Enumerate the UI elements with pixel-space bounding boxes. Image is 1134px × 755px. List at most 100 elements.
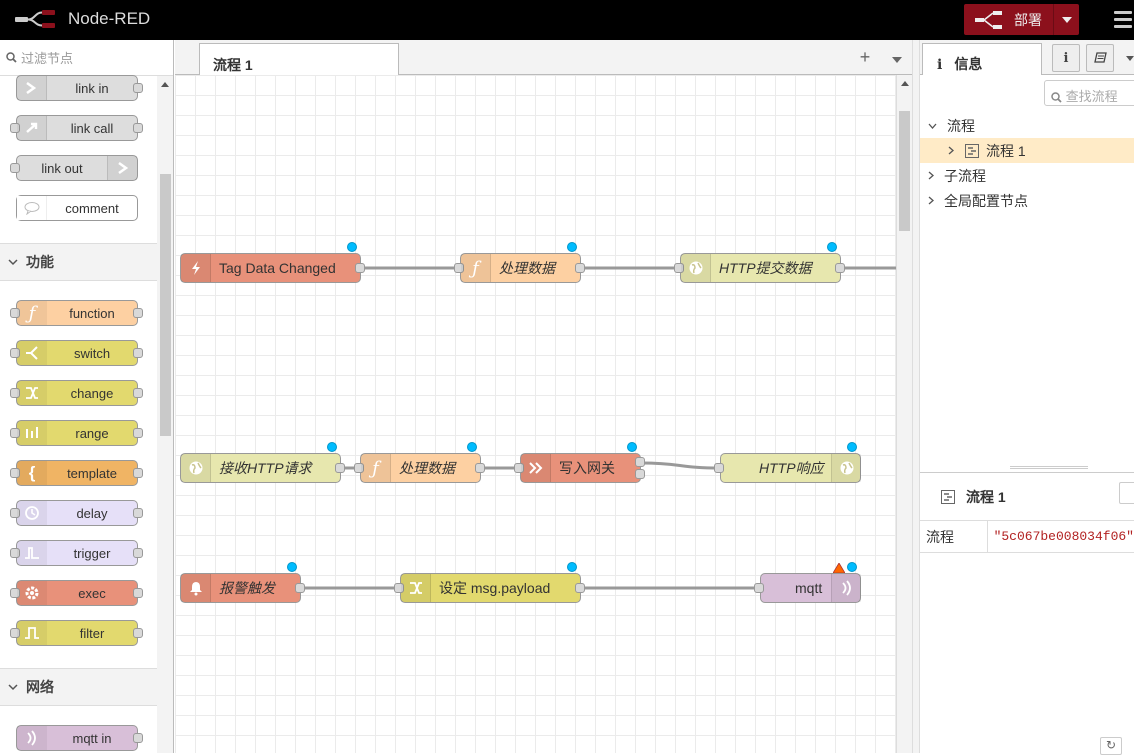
palette-node-link-call[interactable]: link call bbox=[10, 115, 143, 141]
palette-node-filter[interactable]: filter bbox=[10, 620, 143, 646]
category-network[interactable]: 网络 bbox=[0, 668, 157, 706]
sidebar-panel-divider[interactable] bbox=[1010, 466, 1088, 469]
palette-node-link-in[interactable]: link in bbox=[16, 75, 143, 101]
palette-node-function[interactable]: ƒ function bbox=[10, 300, 143, 326]
lightning-icon bbox=[181, 254, 211, 282]
node-set-payload[interactable]: 设定 msg.payload bbox=[394, 562, 585, 603]
input-port[interactable] bbox=[354, 463, 364, 473]
output-port[interactable] bbox=[355, 263, 365, 273]
node-http-post[interactable]: HTTP提交数据 bbox=[674, 242, 845, 283]
palette-node-comment[interactable]: comment bbox=[16, 195, 138, 221]
change-icon bbox=[17, 381, 47, 405]
property-value: "5c067be008034f06" bbox=[986, 521, 1134, 552]
output-port[interactable] bbox=[635, 457, 645, 467]
tree-item-flow-1[interactable]: 流程 1 bbox=[920, 138, 1134, 163]
tree-item-label: 流程 1 bbox=[986, 142, 1026, 159]
deploy-dropdown[interactable] bbox=[1053, 4, 1079, 35]
property-row: 流程 "5c067be008034f06" bbox=[920, 521, 1134, 553]
canvas-vertical-scrollbar[interactable] bbox=[896, 75, 912, 753]
link-in-icon bbox=[17, 76, 47, 100]
sidebar-search[interactable]: 查找流程 bbox=[1044, 80, 1134, 106]
tree-item-label: 流程 bbox=[947, 117, 975, 134]
node-label: HTTP提交数据 bbox=[719, 260, 812, 276]
sidebar-search-input[interactable]: 查找流程 bbox=[1065, 89, 1118, 104]
flow-canvas[interactable]: Tag Data Changed ƒ 处理数据 HTTP提交数据 接收HTTP请… bbox=[175, 75, 896, 753]
canvas-scroll-thumb[interactable] bbox=[899, 111, 910, 231]
tree-item-subflows[interactable]: 子流程 bbox=[920, 163, 1134, 188]
info-tab-button[interactable]: i bbox=[1052, 44, 1080, 72]
output-port[interactable] bbox=[295, 583, 305, 593]
output-port[interactable] bbox=[575, 583, 585, 593]
book-icon bbox=[1094, 52, 1107, 63]
palette-node-range[interactable]: range bbox=[10, 420, 143, 446]
change-icon bbox=[401, 574, 431, 602]
palette-scrollbar[interactable] bbox=[157, 76, 173, 753]
output-port[interactable] bbox=[335, 463, 345, 473]
input-port bbox=[10, 508, 20, 518]
node-write-gateway[interactable]: 写入网关 bbox=[514, 442, 645, 483]
category-function[interactable]: 功能 bbox=[0, 243, 157, 281]
output-port bbox=[133, 388, 143, 398]
palette-search-input[interactable]: 过滤节点 bbox=[21, 51, 74, 66]
output-port bbox=[133, 468, 143, 478]
node-http-response[interactable]: HTTP响应 bbox=[714, 442, 861, 483]
comment-icon bbox=[17, 196, 47, 220]
node-mqtt-out[interactable]: mqtt bbox=[754, 562, 861, 603]
node-tag-data-changed[interactable]: Tag Data Changed bbox=[180, 242, 365, 283]
tree-item-flows[interactable]: 流程 bbox=[920, 113, 1134, 138]
node-http-in[interactable]: 接收HTTP请求 bbox=[180, 442, 345, 483]
node-alarm-trigger[interactable]: 报警触发 bbox=[180, 562, 305, 603]
input-port bbox=[10, 428, 20, 438]
refresh-button[interactable]: ↻ bbox=[1100, 737, 1122, 755]
output-port[interactable] bbox=[575, 263, 585, 273]
input-port[interactable] bbox=[514, 463, 524, 473]
palette-node-label: comment bbox=[65, 200, 119, 216]
palette-node-change[interactable]: change bbox=[10, 380, 143, 406]
palette-node-template[interactable]: { template bbox=[10, 460, 143, 486]
deploy-icon bbox=[975, 10, 1002, 29]
status-dot bbox=[347, 242, 357, 252]
output-port bbox=[133, 428, 143, 438]
output-port[interactable] bbox=[835, 263, 845, 273]
caret-down-icon[interactable] bbox=[1126, 56, 1134, 61]
status-dot bbox=[327, 442, 337, 452]
palette-node-link-out[interactable]: link out bbox=[10, 155, 138, 181]
help-tab-button[interactable] bbox=[1086, 44, 1114, 72]
workspace-tabbar: 流程 1 + bbox=[175, 40, 916, 75]
flow-details-header: 流程 1 bbox=[920, 473, 1134, 521]
deploy-main[interactable]: 部署 bbox=[964, 4, 1053, 35]
output-port[interactable] bbox=[475, 463, 485, 473]
node-process-data-2[interactable]: ƒ 处理数据 bbox=[354, 442, 485, 483]
tab-flow-1[interactable]: 流程 1 bbox=[199, 43, 399, 75]
deploy-button[interactable]: 部署 bbox=[964, 4, 1079, 35]
palette-node-delay[interactable]: delay bbox=[10, 500, 143, 526]
palette-node-switch[interactable]: switch bbox=[10, 340, 143, 366]
palette-search[interactable]: 过滤节点 bbox=[0, 40, 173, 76]
output-port[interactable] bbox=[635, 469, 645, 479]
input-port[interactable] bbox=[394, 583, 404, 593]
app-header: Node-RED 部署 bbox=[0, 0, 1134, 40]
palette-node-exec[interactable]: exec bbox=[10, 580, 143, 606]
input-port[interactable] bbox=[454, 263, 464, 273]
search-button-partial[interactable] bbox=[1119, 482, 1134, 504]
palette-node-trigger[interactable]: trigger bbox=[10, 540, 143, 566]
main-menu-button[interactable] bbox=[1114, 11, 1132, 32]
add-flow-button[interactable]: + bbox=[859, 47, 871, 67]
input-port[interactable] bbox=[714, 463, 724, 473]
flow-details-panel: 流程 1 流程 "5c067be008034f06" bbox=[920, 472, 1134, 553]
node-label: 处理数据 bbox=[399, 460, 455, 476]
palette-node-label: template bbox=[67, 465, 117, 481]
input-port[interactable] bbox=[674, 263, 684, 273]
palette-node-mqtt-in[interactable]: mqtt in bbox=[16, 725, 143, 751]
status-dot bbox=[567, 562, 577, 572]
palette-node-label: link in bbox=[75, 80, 109, 96]
input-port[interactable] bbox=[754, 583, 764, 593]
palette-scroll-thumb[interactable] bbox=[160, 174, 171, 436]
sidebar-splitter[interactable] bbox=[912, 40, 920, 753]
outline-tree: 流程 流程 1 子流程 全局配置节点 bbox=[920, 113, 1134, 213]
node-label: 处理数据 bbox=[499, 260, 555, 276]
flow-list-button[interactable] bbox=[887, 47, 907, 67]
node-process-data-1[interactable]: ƒ 处理数据 bbox=[454, 242, 585, 283]
tree-item-global-config[interactable]: 全局配置节点 bbox=[920, 188, 1134, 213]
